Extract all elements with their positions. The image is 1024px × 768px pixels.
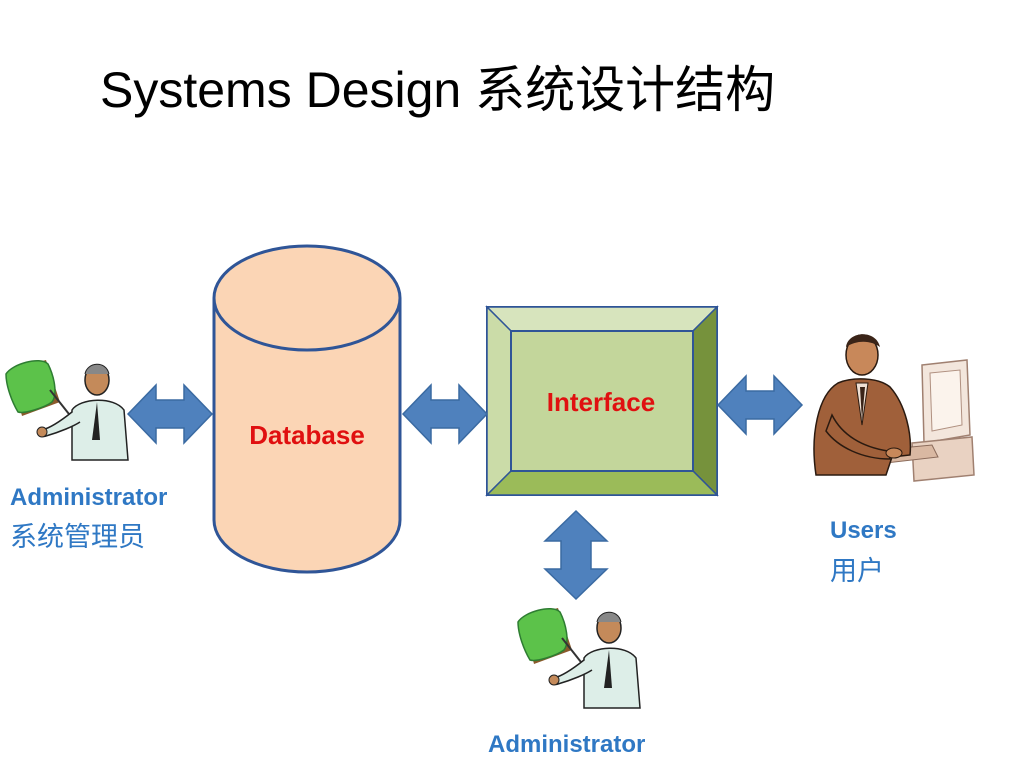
database-label: Database [249, 420, 365, 450]
users-label: Users [830, 517, 897, 544]
users-label-cn: 用户 [830, 556, 884, 587]
admin-left-label: Administrator [10, 484, 167, 511]
page-title: Systems Design 系统设计结构 [100, 62, 776, 118]
interface-users-arrow [717, 375, 803, 435]
interface-admin-arrow [544, 510, 608, 600]
interface-label: Interface [547, 387, 655, 417]
interface-box [485, 305, 719, 497]
admin-database-arrow [127, 384, 213, 444]
admin-left-label-cn: 系统管理员 [10, 522, 145, 553]
database-cylinder [212, 244, 402, 574]
admin-bottom-label: Administrator [488, 731, 645, 758]
presenter-clipart-icon [5, 359, 129, 461]
computer-user-clipart-icon [813, 333, 975, 482]
presenter-clipart-icon [517, 607, 641, 709]
database-interface-arrow [402, 384, 488, 444]
